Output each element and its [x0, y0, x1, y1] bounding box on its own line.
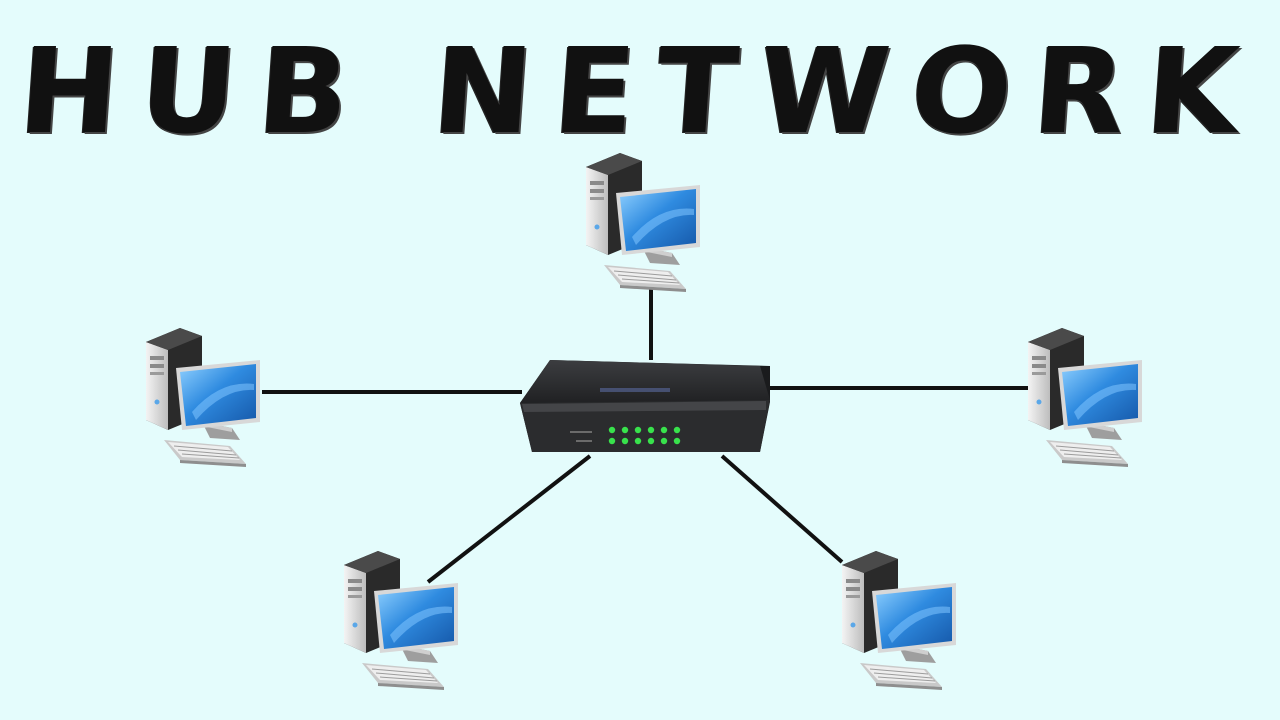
hub-led	[621, 426, 629, 434]
hub-led	[634, 437, 642, 445]
hub-led	[660, 437, 668, 445]
hub-led	[621, 437, 629, 445]
network-hub-icon	[520, 360, 770, 452]
computer-right	[1027, 327, 1143, 468]
computer-top	[585, 152, 701, 293]
hub-led	[634, 426, 642, 434]
link-computer-bottom-right	[720, 454, 844, 564]
hub-led	[608, 426, 616, 434]
link-computer-bottom-left	[426, 454, 592, 584]
hub-led	[673, 437, 681, 445]
computer-bottom-right	[841, 550, 957, 691]
hub-led	[647, 437, 655, 445]
computer-left	[145, 327, 261, 468]
link-layer	[262, 287, 1028, 584]
hub-led	[608, 437, 616, 445]
hub-led	[647, 426, 655, 434]
hub-led	[660, 426, 668, 434]
hub-led	[673, 426, 681, 434]
hub-led-grid	[608, 426, 681, 445]
